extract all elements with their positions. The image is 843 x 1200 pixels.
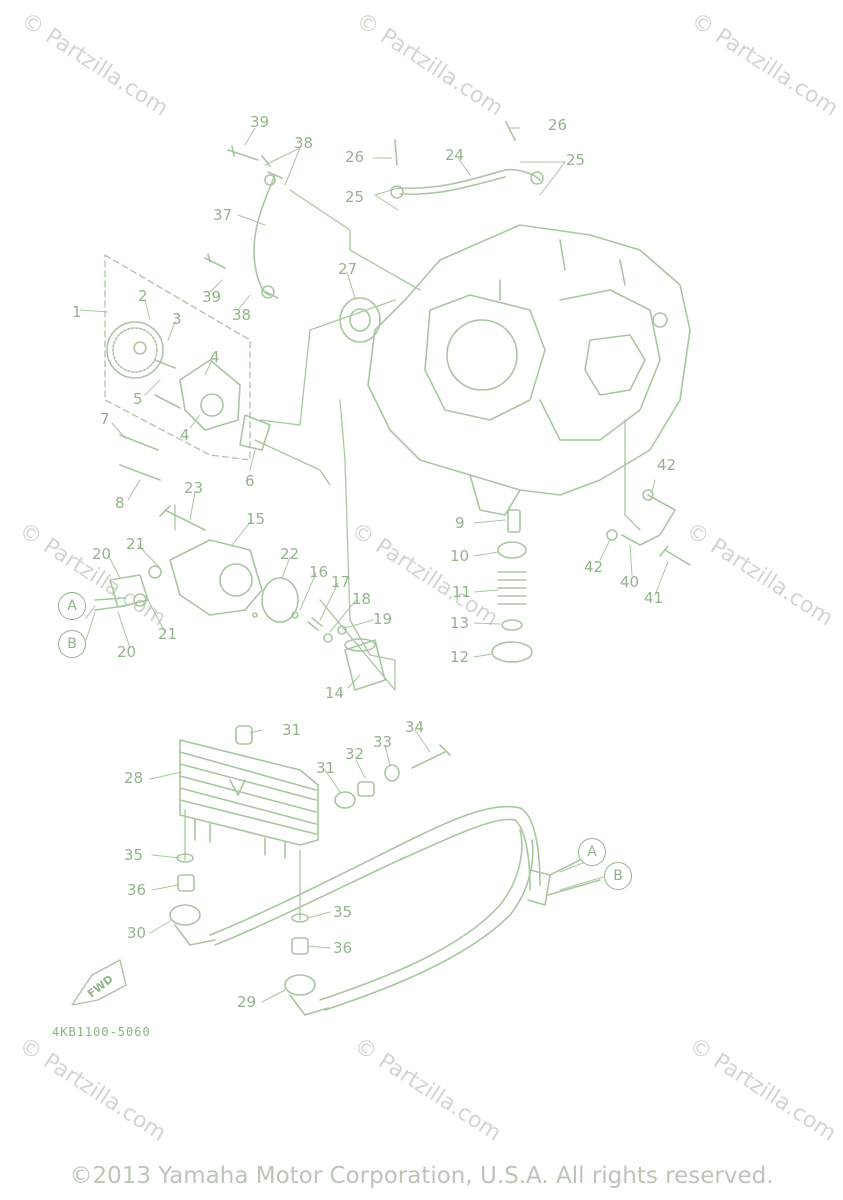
callout-1: 1: [72, 303, 82, 321]
callout-10: 10: [450, 547, 470, 565]
callout-20: 20: [92, 545, 112, 563]
cooler-mounting-parts: [334, 744, 451, 809]
callout-34: 34: [405, 718, 425, 736]
fwd-arrow-icon: [71, 959, 127, 1006]
callout-2: 2: [138, 287, 148, 305]
callout-12: 12: [450, 648, 470, 666]
ref-circle-a: A: [578, 838, 606, 866]
oil-pipe-37: [253, 171, 283, 299]
callout-27: 27: [338, 260, 358, 278]
bolts-upper: [119, 145, 271, 481]
callout-15: 15: [246, 510, 266, 528]
callout-23: 23: [184, 479, 204, 497]
callout-13: 13: [450, 614, 470, 632]
callout-40: 40: [620, 573, 640, 591]
callout-26: 26: [548, 116, 568, 134]
callout-28: 28: [124, 769, 144, 787]
oil-pump-gear: [106, 321, 164, 379]
oil-filter-housing: [159, 505, 263, 618]
callout-7: 7: [100, 410, 110, 428]
ref-circle-b: B: [604, 862, 632, 890]
callout-31: 31: [282, 721, 302, 739]
callout-16: 16: [309, 563, 329, 581]
leader-lines: [79, 127, 669, 1003]
oil-filter-element: [344, 638, 386, 691]
crankcase-housing: [367, 224, 691, 516]
oil-pipe-24: [390, 121, 544, 199]
callout-38: 38: [232, 306, 252, 324]
callout-35: 35: [333, 903, 353, 921]
assembly-guide-lines: [174, 189, 641, 921]
callout-31: 31: [316, 759, 336, 777]
callout-11: 11: [452, 583, 472, 601]
callout-30: 30: [127, 924, 147, 942]
callout-41: 41: [644, 589, 664, 607]
callout-42: 42: [657, 456, 677, 474]
callout-25: 25: [345, 188, 365, 206]
oil-line-fitting: [606, 489, 691, 566]
hose-fittings: [169, 853, 329, 1016]
callout-19: 19: [373, 610, 393, 628]
callout-21: 21: [126, 535, 146, 553]
ref-circle-b: B: [58, 630, 86, 658]
callout-32: 32: [345, 745, 365, 763]
callout-36: 36: [333, 939, 353, 957]
callout-39: 39: [250, 113, 270, 131]
union-bolts: [94, 565, 162, 611]
callout-6: 6: [245, 472, 255, 490]
callout-33: 33: [373, 733, 393, 751]
relief-valve-parts: [491, 509, 533, 663]
callout-42: 42: [584, 558, 604, 576]
callout-9: 9: [455, 514, 465, 532]
ref-circle-a: A: [58, 592, 86, 620]
gear-27: [339, 297, 381, 343]
callout-36: 36: [127, 881, 147, 899]
callout-38: 38: [294, 134, 314, 152]
callout-22: 22: [280, 545, 300, 563]
callout-39: 39: [202, 288, 222, 306]
callout-8: 8: [115, 494, 125, 512]
callout-26: 26: [345, 148, 365, 166]
callout-4: 4: [210, 348, 220, 366]
callout-17: 17: [331, 573, 351, 591]
filter-orings: [261, 577, 347, 643]
callout-4: 4: [180, 426, 190, 444]
callout-14: 14: [325, 684, 345, 702]
callout-18: 18: [352, 590, 372, 608]
callout-37: 37: [213, 206, 233, 224]
callout-3: 3: [172, 310, 182, 328]
callout-5: 5: [133, 390, 143, 408]
callout-35: 35: [124, 846, 144, 864]
oil-pump-body: [179, 359, 271, 451]
callout-29: 29: [237, 993, 257, 1011]
callout-24: 24: [445, 146, 465, 164]
callout-25: 25: [566, 151, 586, 169]
diagram-code: 4KB1100-5060: [52, 1025, 151, 1039]
oil-pump-group-box: [104, 254, 251, 461]
oil-cooler: [179, 725, 319, 859]
callout-20: 20: [117, 643, 137, 661]
callout-21: 21: [158, 625, 178, 643]
copyright-notice: ©2013 Yamaha Motor Corporation, U.S.A. A…: [69, 1163, 774, 1189]
oil-cooler-hoses: [209, 805, 601, 1011]
